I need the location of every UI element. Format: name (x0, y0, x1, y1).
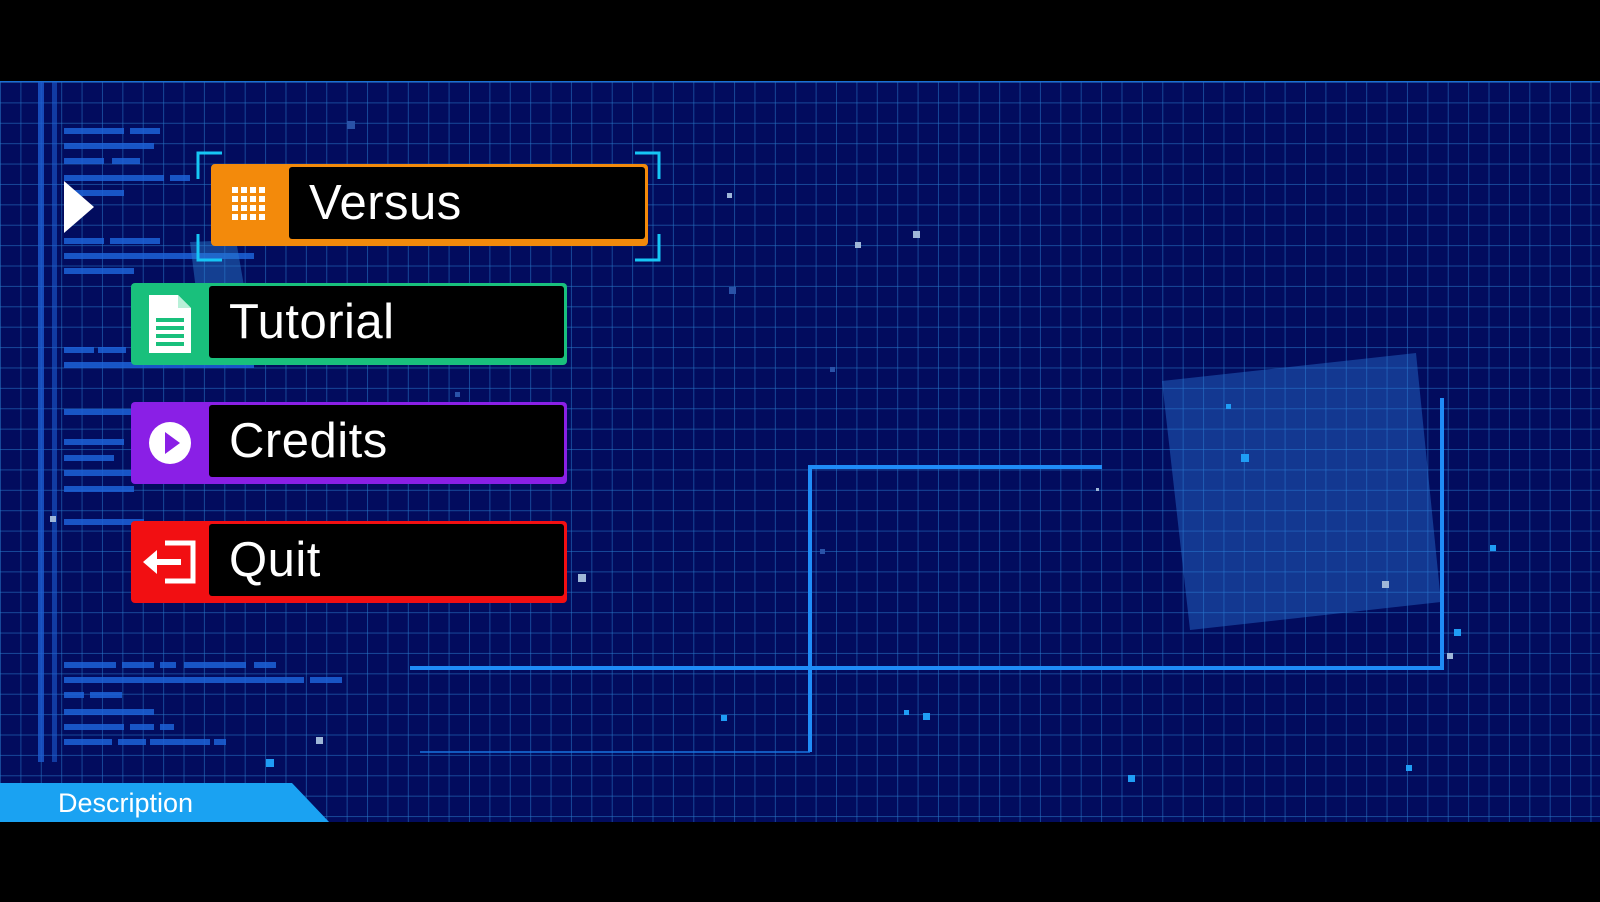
menu-button-versus[interactable]: Versus (211, 164, 648, 246)
menu-button-credits[interactable]: Credits (131, 402, 567, 484)
description-label: Description (58, 787, 194, 818)
exit-icon (131, 521, 209, 603)
selection-cursor-arrow-icon (64, 181, 94, 233)
menu-button-tutorial[interactable]: Tutorial (131, 283, 567, 365)
menu-button-label: Tutorial (209, 286, 564, 358)
grid-icon (211, 164, 289, 246)
menu-button-label: Versus (289, 167, 645, 239)
letterbox-bottom (0, 822, 1600, 902)
letterbox-top (0, 0, 1600, 81)
focus-bracket-icon (196, 151, 661, 262)
menu-button-quit[interactable]: Quit (131, 521, 567, 603)
menu-button-label: Credits (209, 405, 564, 477)
menu-button-label: Quit (209, 524, 564, 596)
play-circle-icon (131, 402, 209, 484)
background-decoration (38, 82, 1496, 782)
document-icon (131, 283, 209, 365)
menu-background: Versus Tutorial Credits (0, 81, 1600, 824)
description-tab: Description (0, 783, 330, 823)
